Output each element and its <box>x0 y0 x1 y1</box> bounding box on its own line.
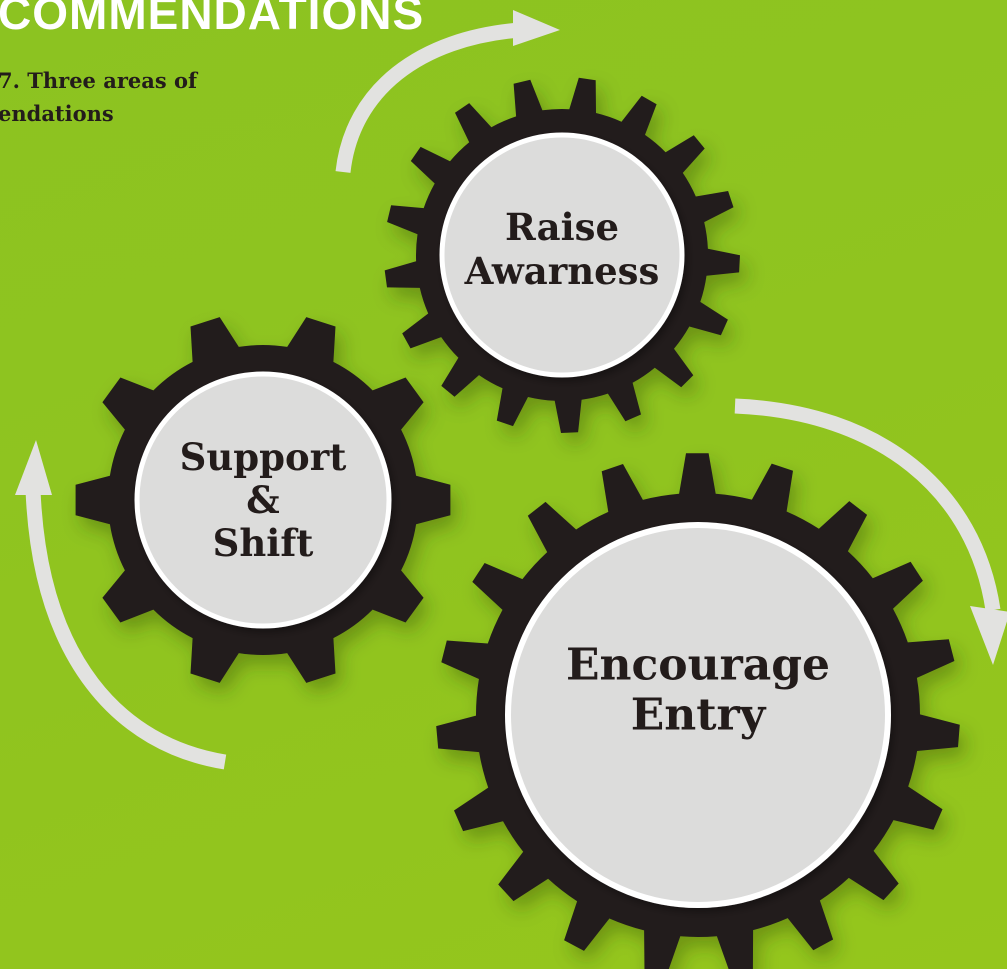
gear-hub <box>439 132 685 378</box>
arrow-left <box>15 440 227 770</box>
gear-support-shift: Support&Shift <box>75 317 451 683</box>
gear-hub <box>134 371 392 629</box>
gear-label-line: Encourage <box>566 639 830 690</box>
arrow-right <box>734 398 1007 665</box>
gear-label-line: Entry <box>631 689 767 740</box>
section-title: COMMENDATIONS <box>0 0 425 39</box>
gear-label-line: Shift <box>213 521 314 565</box>
caption-line-2: endations <box>0 101 114 126</box>
gear-label-line: & <box>246 478 279 522</box>
cycle-arrows <box>15 10 1007 770</box>
figure-caption: 7. Three areas of endations <box>0 64 197 130</box>
gear-label-line: Raise <box>505 205 619 249</box>
gear-label-line: Support <box>180 435 347 479</box>
gear-hub <box>505 522 891 908</box>
arrow-top <box>335 10 560 173</box>
caption-line-1: 7. Three areas of <box>0 68 198 93</box>
gear-label-line: Awarness <box>464 249 660 293</box>
